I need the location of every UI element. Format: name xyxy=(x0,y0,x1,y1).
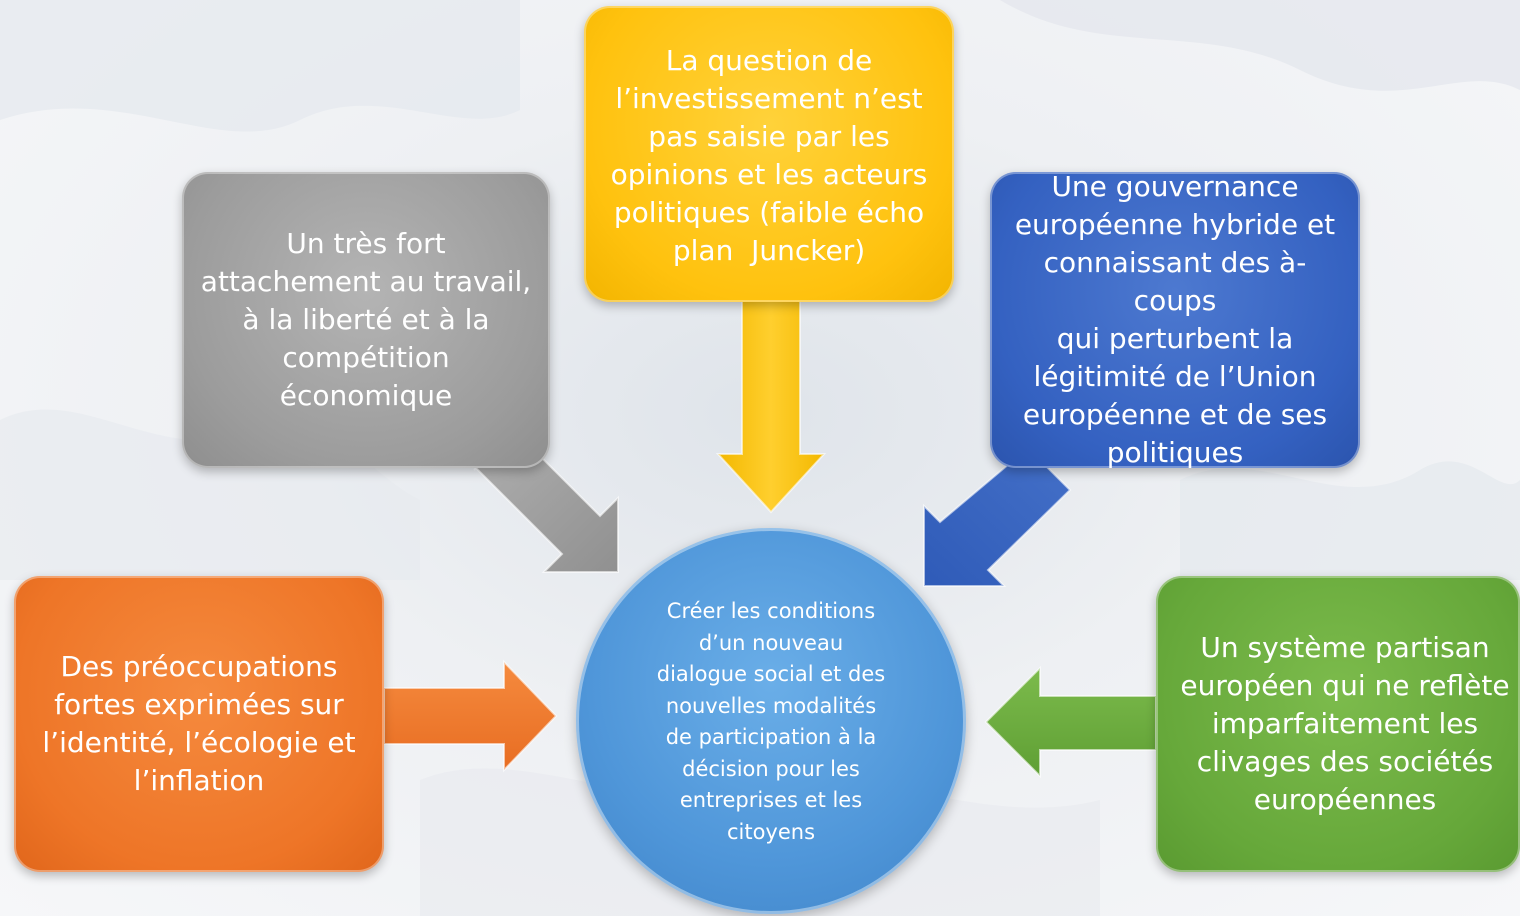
text-line: entreprises et les xyxy=(679,788,863,812)
center-circle-text: Créer les conditions d’un nouveau dialog… xyxy=(657,596,886,848)
text-line: opinions et les acteurs xyxy=(610,158,928,191)
text-line: Un système partisan xyxy=(1200,631,1490,664)
text-line: légitimité de l’Union xyxy=(1033,360,1317,393)
box-work-attachment: Un très fort attachement au travail, à l… xyxy=(182,172,550,468)
box-investment-question-text: La question de l’investissement n’est pa… xyxy=(611,42,928,270)
text-line: attachement au travail, xyxy=(200,265,532,298)
arrow-blue xyxy=(923,446,1072,587)
box-european-governance-text: Une gouvernance européenne hybride et co… xyxy=(1004,168,1346,472)
text-line: clivages des sociétés xyxy=(1196,745,1494,778)
text-line: qui perturbent la xyxy=(1056,322,1294,355)
text-line: nouvelles modalités xyxy=(665,693,877,718)
box-party-system-text: Un système partisan européen qui ne refl… xyxy=(1180,629,1509,819)
text-line: l’inflation xyxy=(133,764,265,797)
text-line: Créer les conditions xyxy=(666,599,876,623)
arrow-orange xyxy=(383,659,558,773)
box-strong-concerns-text: Des préoccupations fortes exprimées sur … xyxy=(42,648,355,800)
text-line: plan Juncker) xyxy=(672,234,866,267)
arrow-yellow xyxy=(715,297,827,514)
text-line: Des préoccupations xyxy=(60,650,338,683)
text-line: européenne et de ses xyxy=(1022,398,1328,431)
text-line: fortes exprimées sur xyxy=(54,688,344,721)
text-line: La question de xyxy=(665,44,873,77)
box-investment-question: La question de l’investissement n’est pa… xyxy=(584,6,954,302)
box-strong-concerns: Des préoccupations fortes exprimées sur … xyxy=(14,576,384,872)
text-line: d’un nouveau xyxy=(698,630,844,655)
text-line: décision pour les xyxy=(682,756,860,781)
arrow-green xyxy=(984,665,1157,779)
text-line: imparfaitement les xyxy=(1211,707,1479,740)
text-line: européennes xyxy=(1253,783,1437,816)
text-line: politiques (faible écho xyxy=(613,196,925,229)
text-line: pas saisie par les xyxy=(648,120,890,153)
box-party-system: Un système partisan européen qui ne refl… xyxy=(1156,576,1520,872)
text-line: économique xyxy=(279,379,453,412)
text-line: Un très fort xyxy=(286,227,446,260)
text-line: européenne hybride et xyxy=(1014,208,1336,241)
text-line: citoyens xyxy=(726,819,816,844)
center-circle: Créer les conditions d’un nouveau dialog… xyxy=(576,528,966,914)
text-line: de participation à la xyxy=(665,725,877,749)
text-line: européen qui ne reflète xyxy=(1180,669,1510,702)
text-line: compétition xyxy=(282,341,450,374)
box-european-governance: Une gouvernance européenne hybride et co… xyxy=(990,170,1360,469)
text-line: à la liberté et à la xyxy=(242,303,490,336)
text-line: Une gouvernance xyxy=(1051,170,1299,203)
text-line: l’investissement n’est xyxy=(615,82,923,115)
text-line: l’identité, l’écologie et xyxy=(42,726,356,759)
box-work-attachment-text: Un très fort attachement au travail, à l… xyxy=(201,225,531,415)
text-line: dialogue social et des xyxy=(656,662,886,686)
text-line: connaissant des à-coups xyxy=(1043,246,1307,317)
text-line: politiques xyxy=(1106,436,1244,469)
